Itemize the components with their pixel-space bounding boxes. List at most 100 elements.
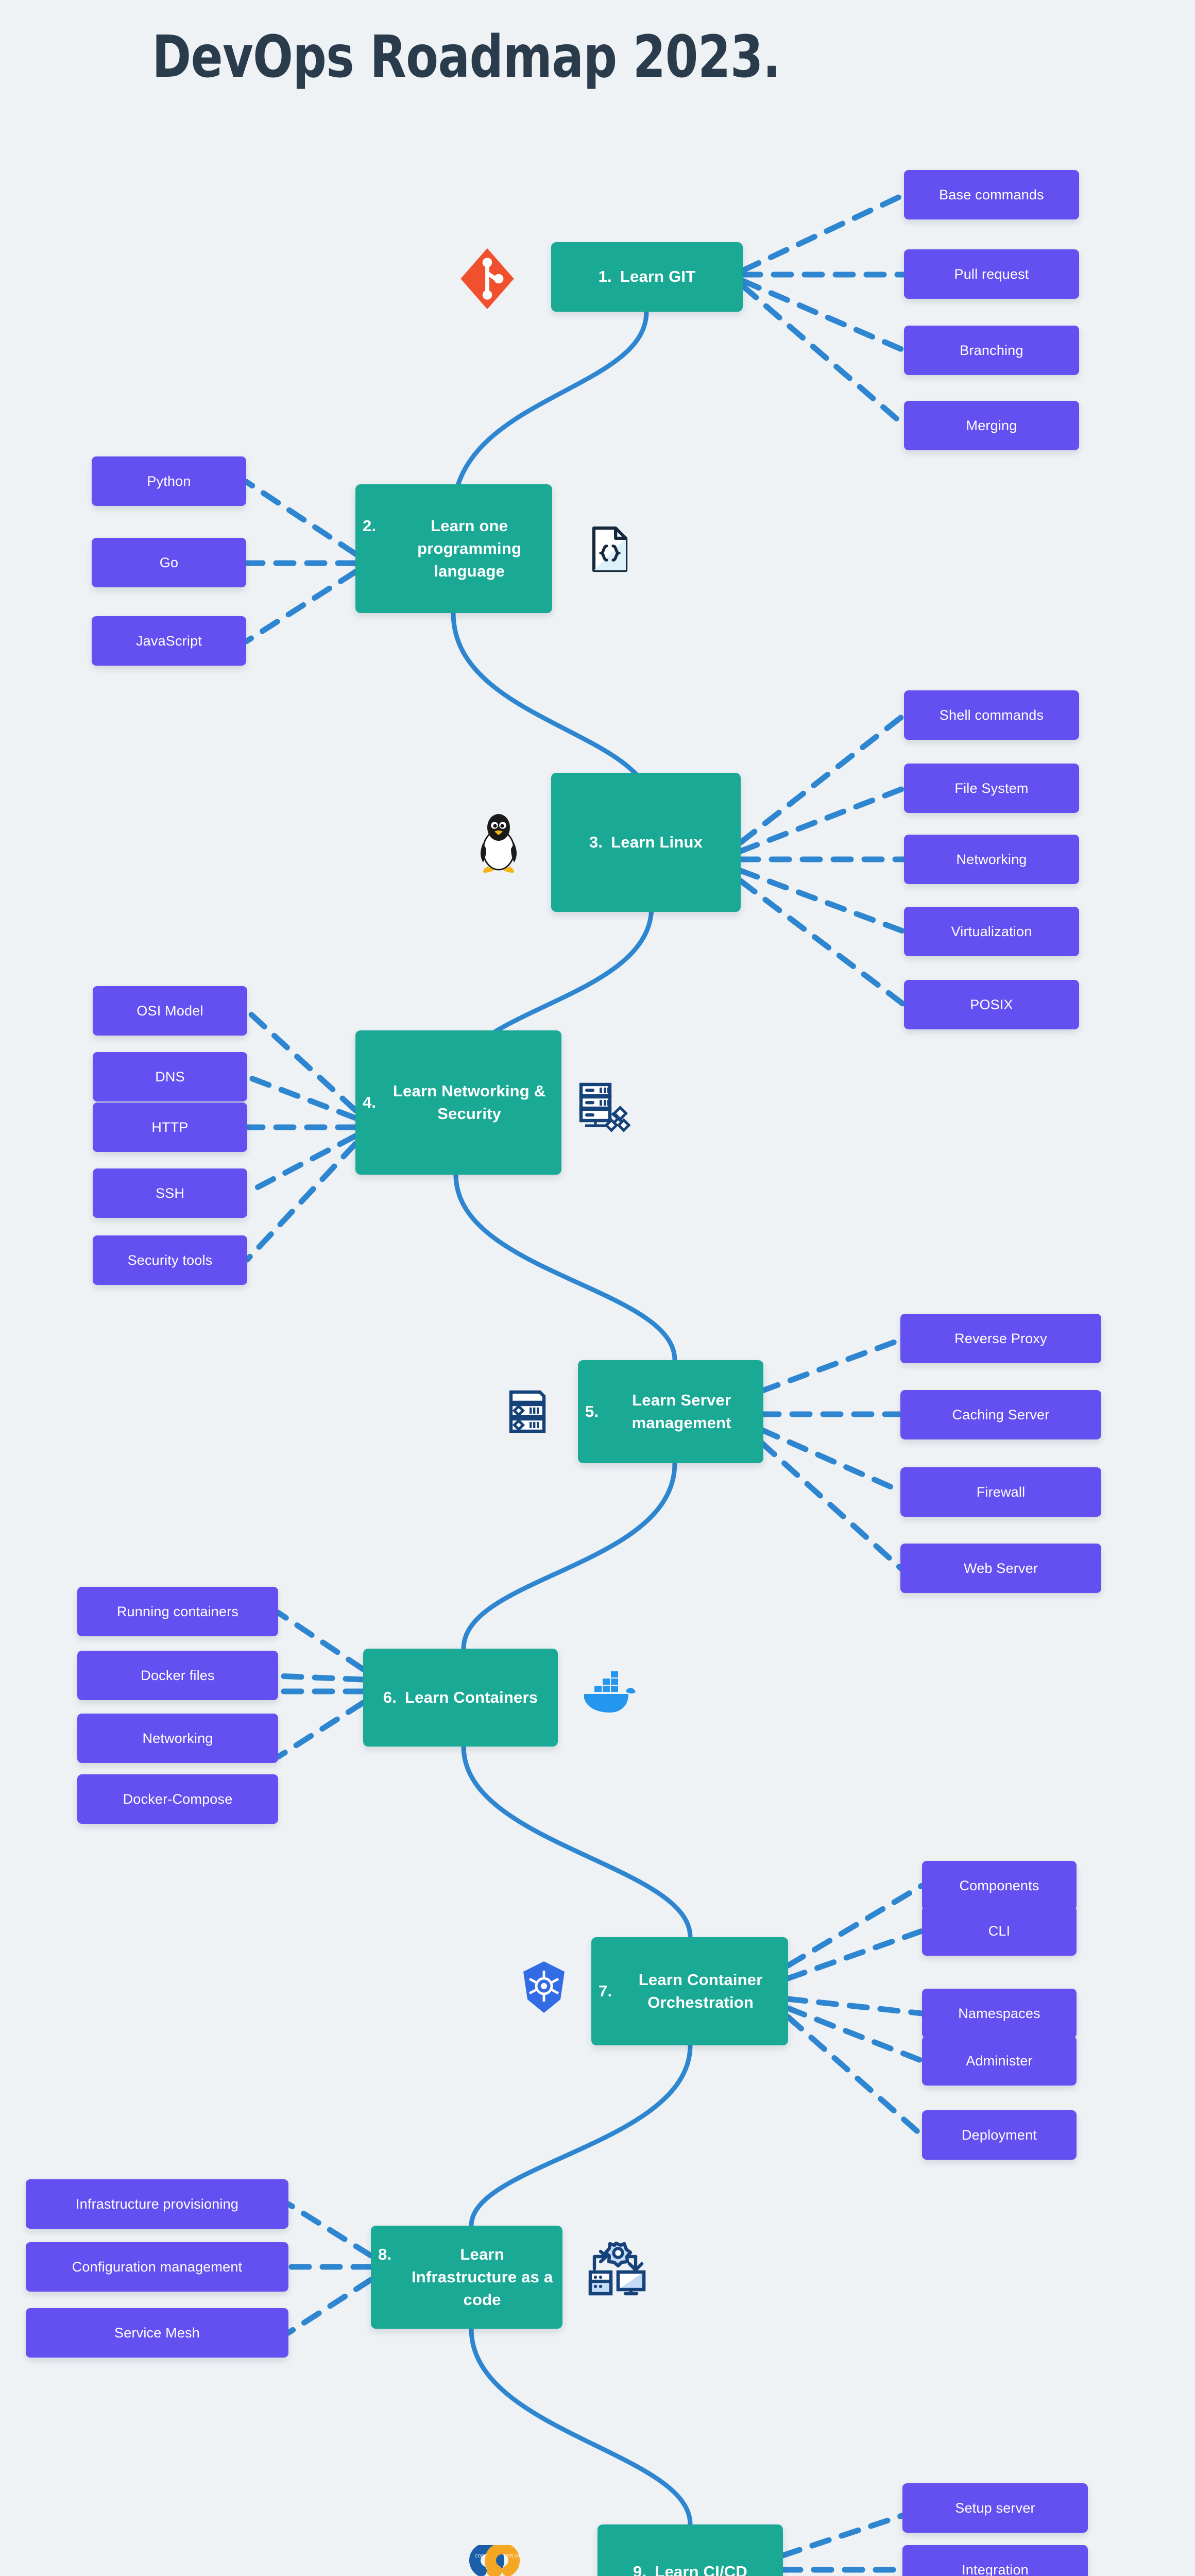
step-node-7[interactable]: 7. Learn Container Orchestration xyxy=(591,1937,788,2045)
leaf-label: CLI xyxy=(988,1923,1011,1939)
leaf-wire-3-2 xyxy=(738,785,907,854)
leaf-node-5-2[interactable]: Caching Server xyxy=(900,1390,1101,1439)
leaf-wire-5-3 xyxy=(758,1427,904,1495)
leaf-node-3-5[interactable]: POSIX xyxy=(904,980,1079,1029)
leaf-label: Docker files xyxy=(141,1667,215,1683)
leaf-node-7-4[interactable]: Administer xyxy=(922,2036,1077,2086)
leaf-wire-2-3 xyxy=(243,569,358,645)
docker-whale-icon xyxy=(584,1671,636,1713)
leaf-wire-8-1 xyxy=(285,2201,374,2259)
leaf-label: Service Mesh xyxy=(114,2325,200,2341)
leaf-node-7-3[interactable]: Namespaces xyxy=(922,1989,1077,2038)
step-number-7: 7. xyxy=(599,1981,612,2000)
step-node-3[interactable]: 3. Learn Linux xyxy=(551,773,741,912)
leaf-label: Infrastructure provisioning xyxy=(75,2196,239,2212)
step-node-8[interactable]: 8. Learn Infrastructure as a code xyxy=(371,2226,562,2329)
leaf-node-2-2[interactable]: Go xyxy=(92,538,246,587)
leaf-node-7-5[interactable]: Deployment xyxy=(922,2110,1077,2160)
leaf-node-9-1[interactable]: Setup server xyxy=(902,2483,1088,2533)
step-node-1[interactable]: 1. Learn GIT xyxy=(551,242,743,312)
code-file-icon xyxy=(592,526,628,572)
leaf-wire-6-2 xyxy=(275,1673,366,1683)
leaf-label: Caching Server xyxy=(952,1406,1050,1422)
leaf-label: Namespaces xyxy=(958,2005,1040,2021)
leaf-node-5-3[interactable]: Firewall xyxy=(900,1467,1101,1517)
leaf-wire-8-3 xyxy=(285,2277,374,2336)
leaf-wire-9-1 xyxy=(780,2506,925,2558)
leaf-label: Networking xyxy=(142,1730,213,1746)
leaf-label: Virtualization xyxy=(951,923,1032,939)
leaf-label: Docker-Compose xyxy=(123,1791,233,1807)
leaf-node-4-2[interactable]: DNS xyxy=(93,1052,247,1101)
step-title-2: Learn one programming language xyxy=(417,516,522,580)
leaf-wire-4-1 xyxy=(244,1008,358,1113)
step-title-7: Learn Container Orchestration xyxy=(638,1970,763,2011)
leaf-node-8-3[interactable]: Service Mesh xyxy=(26,2308,288,2358)
leaf-node-7-1[interactable]: Components xyxy=(922,1861,1077,1910)
leaf-node-6-4[interactable]: Docker-Compose xyxy=(77,1774,278,1824)
leaf-node-7-2[interactable]: CLI xyxy=(922,1906,1077,1956)
leaf-node-3-1[interactable]: Shell commands xyxy=(904,690,1079,740)
step-node-2[interactable]: 2. Learn one programming language xyxy=(355,484,552,613)
spine-6-7 xyxy=(461,1744,693,1940)
leaf-node-3-4[interactable]: Virtualization xyxy=(904,907,1079,956)
step-number-6: 6. xyxy=(383,1688,397,1706)
leaf-wire-3-5 xyxy=(738,878,907,1008)
leaf-node-4-3[interactable]: HTTP xyxy=(93,1103,247,1152)
leaf-node-4-1[interactable]: OSI Model xyxy=(93,986,247,1036)
leaf-node-4-5[interactable]: Security tools xyxy=(93,1235,247,1285)
leaf-wire-5-4 xyxy=(758,1439,904,1572)
leaf-label: Networking xyxy=(956,851,1027,867)
leaf-wire-4-2 xyxy=(244,1074,358,1121)
leaf-node-8-2[interactable]: Configuration management xyxy=(26,2242,288,2292)
leaf-node-9-2[interactable]: Integration xyxy=(902,2545,1088,2576)
spine-7-8 xyxy=(469,2043,693,2228)
leaf-label: Go xyxy=(159,554,179,570)
leaf-node-5-1[interactable]: Reverse Proxy xyxy=(900,1314,1101,1363)
leaf-node-1-2[interactable]: Pull request xyxy=(904,249,1079,299)
step-number-4: 4. xyxy=(363,1093,377,1111)
leaf-node-5-4[interactable]: Web Server xyxy=(900,1544,1101,1593)
leaf-label: OSI Model xyxy=(136,1003,203,1019)
leaf-label: Python xyxy=(147,473,191,489)
page-title: DevOps Roadmap 2023. xyxy=(152,24,781,91)
step-number-8: 8. xyxy=(378,2245,392,2263)
leaf-node-8-1[interactable]: Infrastructure provisioning xyxy=(26,2179,288,2229)
leaf-label: Running containers xyxy=(116,1603,239,1619)
leaf-wire-1-4 xyxy=(740,283,907,428)
kubernetes-helm-icon xyxy=(523,1961,565,2013)
leaf-node-3-2[interactable]: File System xyxy=(904,764,1079,813)
leaf-label: Web Server xyxy=(963,1560,1038,1576)
leaf-label: Pull request xyxy=(954,266,1029,282)
leaf-label: File System xyxy=(954,780,1029,796)
step-title-6: Learn Containers xyxy=(405,1688,538,1706)
leaf-node-6-1[interactable]: Running containers xyxy=(77,1587,278,1636)
leaf-wire-7-1 xyxy=(785,1883,925,1969)
leaf-node-3-3[interactable]: Networking xyxy=(904,835,1079,884)
leaf-node-6-2[interactable]: Docker files xyxy=(77,1651,278,1700)
leaf-label: Shell commands xyxy=(939,707,1044,723)
leaf-wire-7-3 xyxy=(785,1996,925,2016)
linux-penguin-icon xyxy=(481,814,517,873)
step-node-9[interactable]: 9. Learn CI/CD xyxy=(598,2524,783,2576)
leaf-node-6-3[interactable]: Networking xyxy=(77,1714,278,1763)
leaf-node-1-4[interactable]: Merging xyxy=(904,401,1079,450)
leaf-node-1-1[interactable]: Base commands xyxy=(904,170,1079,219)
leaf-node-2-1[interactable]: Python xyxy=(92,456,246,506)
leaf-node-4-4[interactable]: SSH xyxy=(93,1168,247,1218)
step-node-6[interactable]: 6. Learn Containers xyxy=(363,1649,558,1747)
spine-8-9 xyxy=(469,2326,693,2527)
leaf-wire-4-5 xyxy=(244,1141,358,1263)
svg-text:CODE: CODE xyxy=(475,2554,487,2558)
svg-text:DEPLOY: DEPLOY xyxy=(504,2554,521,2558)
leaf-label: Setup server xyxy=(955,2500,1035,2516)
cicd-infinity-icon: CODETESTDEPLOY xyxy=(469,2545,521,2576)
step-number-9: 9. xyxy=(633,2563,647,2576)
leaf-node-2-3[interactable]: JavaScript xyxy=(92,616,246,666)
step-node-5[interactable]: 5. Learn Server management xyxy=(578,1360,763,1463)
leaf-label: SSH xyxy=(155,1185,185,1201)
leaf-node-1-3[interactable]: Branching xyxy=(904,326,1079,375)
leaf-wire-4-4 xyxy=(244,1133,358,1196)
step-node-4[interactable]: 4. Learn Networking & Security xyxy=(355,1030,561,1175)
leaf-label: Integration xyxy=(962,2562,1029,2576)
